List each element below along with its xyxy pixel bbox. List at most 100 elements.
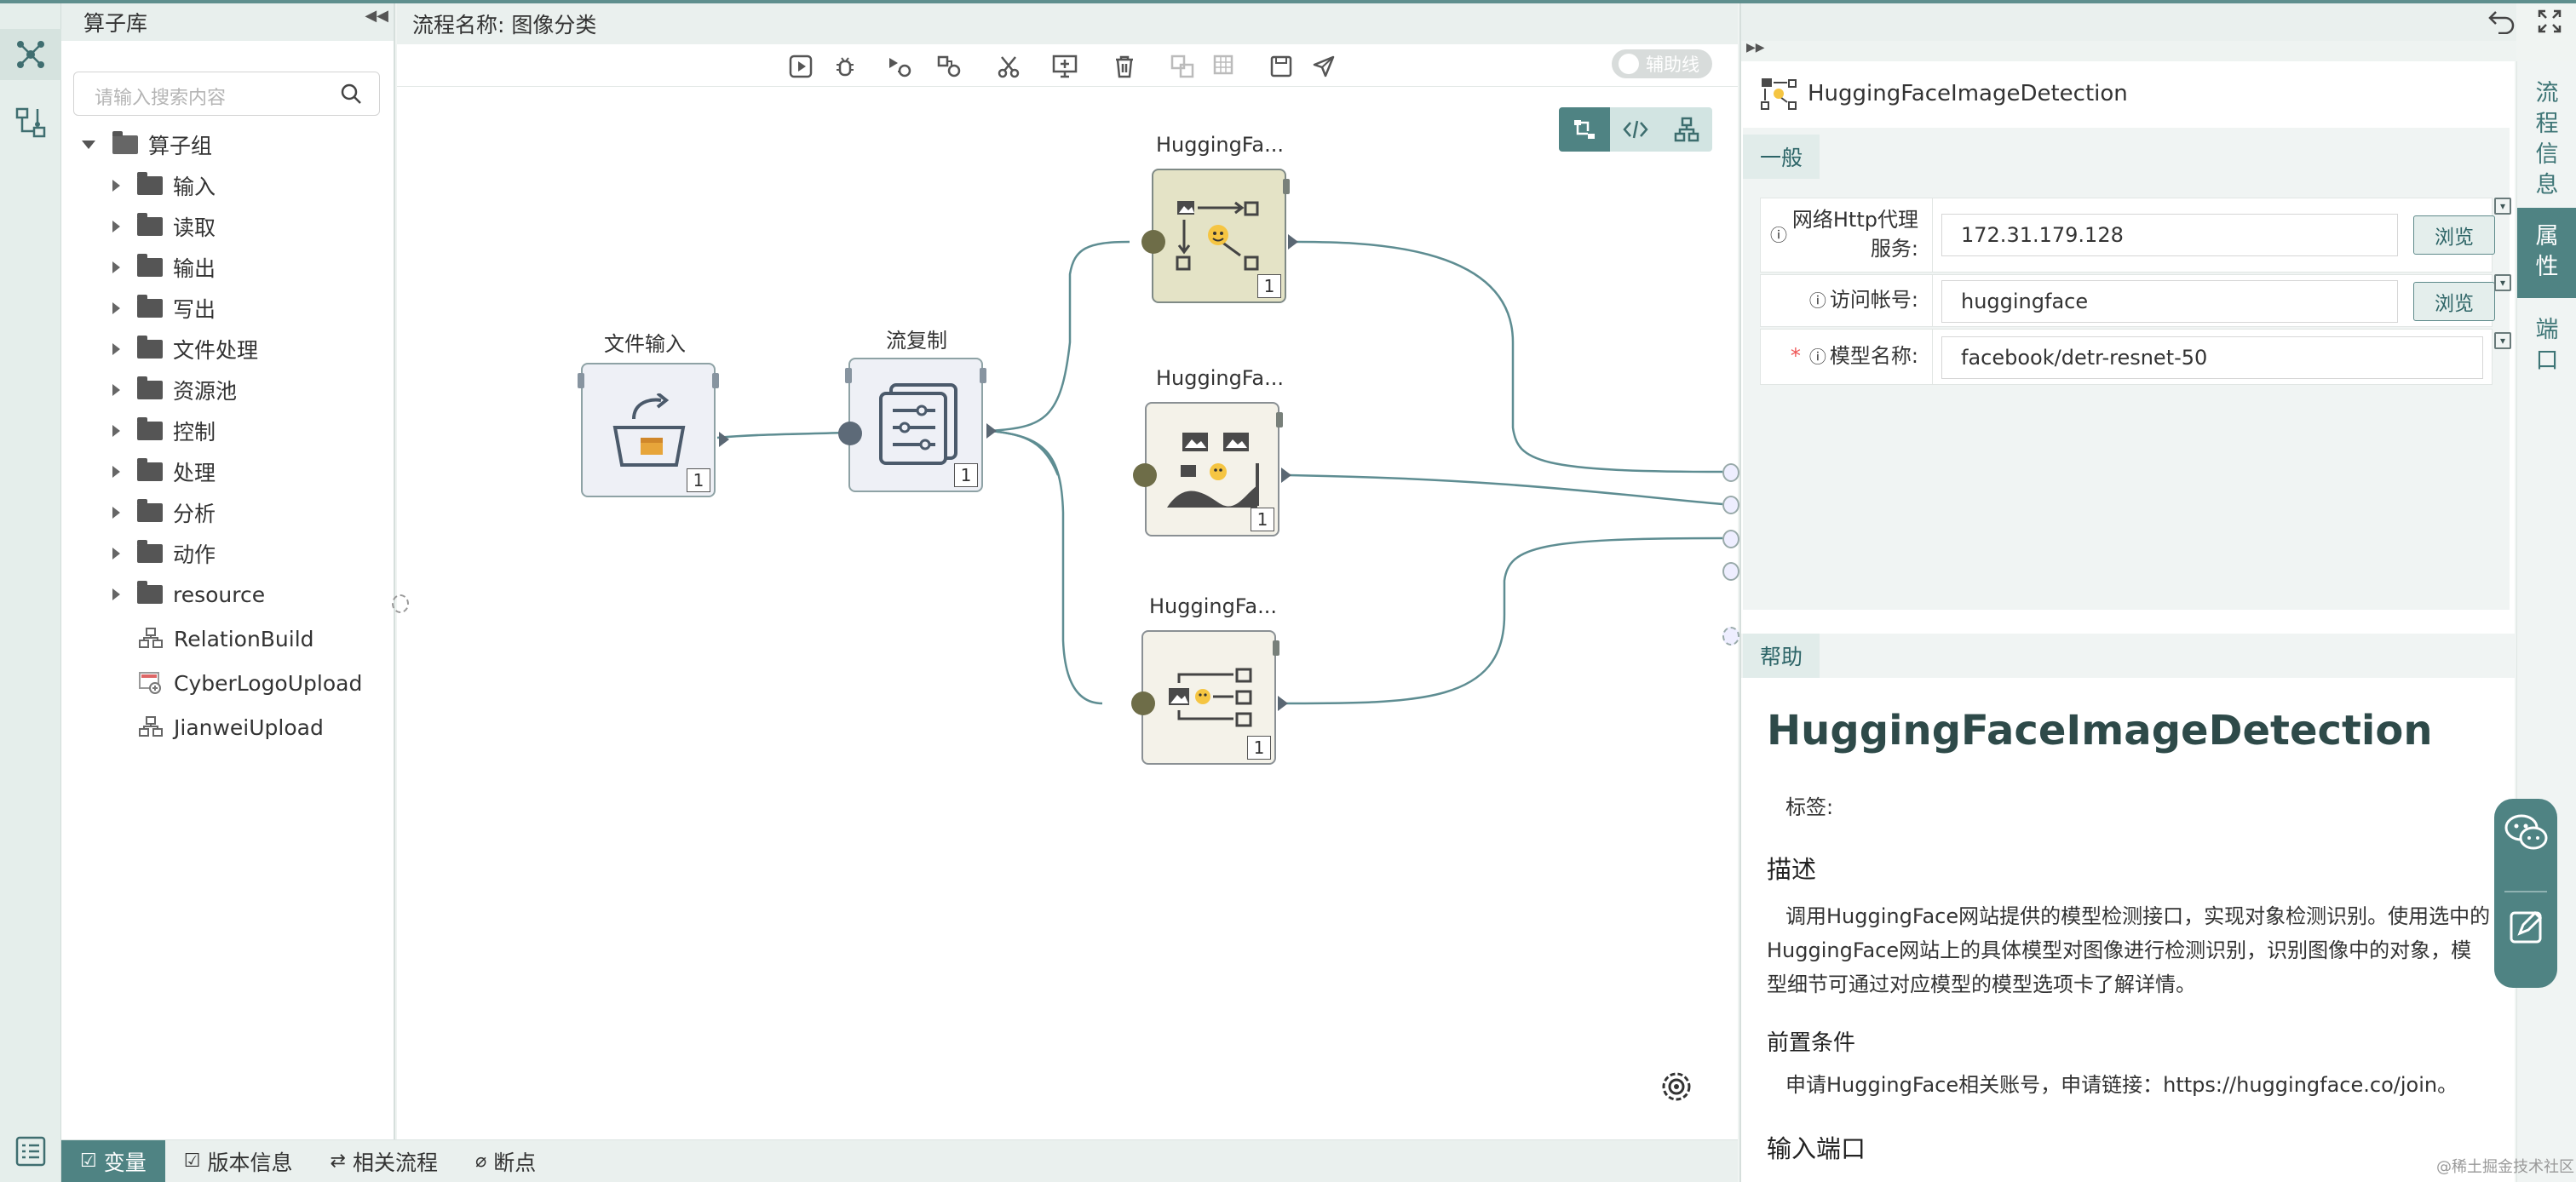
caret-right-icon[interactable] xyxy=(112,425,120,437)
output-port[interactable] xyxy=(1722,496,1739,514)
caret-right-icon[interactable] xyxy=(112,302,120,314)
proxy-browse-button[interactable]: 浏览 xyxy=(2413,215,2495,255)
search-icon[interactable] xyxy=(340,83,362,108)
caret-right-icon[interactable] xyxy=(112,466,120,478)
tree-folder-input[interactable]: 输入 xyxy=(112,169,216,203)
undo-button[interactable] xyxy=(2487,9,2516,37)
caret-right-icon[interactable] xyxy=(112,548,120,559)
tree-item-cyberlogoupload[interactable]: CyberLogoUpload xyxy=(138,666,362,700)
node-input-port[interactable] xyxy=(1133,463,1157,487)
node-output-arrow[interactable] xyxy=(1281,468,1291,483)
tree-folder-analysis[interactable]: 分析 xyxy=(112,496,216,530)
tab-version-info[interactable]: ☑版本信息 xyxy=(165,1140,312,1182)
collapse-left-icon[interactable]: ◀◀ xyxy=(365,7,388,25)
feedback-button[interactable] xyxy=(2508,908,2545,949)
publish-button[interactable] xyxy=(1051,53,1078,80)
tree-folder-write[interactable]: 写出 xyxy=(112,291,216,325)
cut-button[interactable] xyxy=(995,53,1022,80)
caret-right-icon[interactable] xyxy=(112,261,120,273)
account-input[interactable]: huggingface xyxy=(1941,280,2398,323)
hf-image-classification-node[interactable]: 1 xyxy=(1145,402,1283,536)
tree-folder-output[interactable]: 输出 xyxy=(112,250,216,284)
tree-folder-read[interactable]: 读取 xyxy=(112,209,216,244)
hf-image-segmentation-node[interactable]: 1 xyxy=(1141,630,1279,765)
output-port[interactable] xyxy=(1722,463,1739,482)
input-port-empty[interactable] xyxy=(392,594,409,613)
node-output-arrow[interactable] xyxy=(1278,696,1288,711)
task-list-rail-button[interactable] xyxy=(0,1126,61,1177)
vtab-label: 流程信息 xyxy=(2535,80,2559,198)
step-debug-button[interactable] xyxy=(935,53,963,80)
expand-row-toggle[interactable]: ▾ xyxy=(2494,274,2511,291)
grid-button[interactable] xyxy=(1211,53,1239,80)
selected-operator-title: HuggingFaceImageDetection xyxy=(1808,81,2128,106)
flow-view-button[interactable] xyxy=(1559,107,1610,152)
tab-ports[interactable]: 端口 xyxy=(2517,308,2576,385)
code-view-button[interactable] xyxy=(1610,107,1661,152)
tree-root-operator-group[interactable]: 算子组 xyxy=(82,128,212,162)
tree-folder-resource[interactable]: resource xyxy=(112,577,265,611)
debug-button[interactable] xyxy=(831,53,859,80)
tree-view-button[interactable] xyxy=(1661,107,1712,152)
node-input-port[interactable] xyxy=(1131,691,1155,715)
tab-flow-info[interactable]: 流程信息 xyxy=(2517,72,2576,199)
hf-image-detection-node[interactable]: 1 xyxy=(1152,169,1290,303)
caret-right-icon[interactable] xyxy=(112,343,120,355)
tree-folder-control[interactable]: 控制 xyxy=(112,414,216,448)
tree-folder-action[interactable]: 动作 xyxy=(112,536,216,571)
proxy-server-input[interactable]: 172.31.179.128 xyxy=(1941,214,2398,256)
caret-right-icon[interactable] xyxy=(112,180,120,192)
watermark: @稀土掘金技术社区 xyxy=(2436,1158,2574,1176)
tab-variables[interactable]: ☑变量 xyxy=(61,1139,165,1182)
folder-icon xyxy=(137,213,163,236)
step-run-button[interactable] xyxy=(886,53,913,80)
tree-folder-resource-pool[interactable]: 资源池 xyxy=(112,373,237,407)
assist-line-toggle[interactable]: 辅助线 xyxy=(1612,49,1712,78)
node-instance-count: 1 xyxy=(1257,274,1281,298)
node-input-port[interactable] xyxy=(838,422,862,445)
fullscreen-button[interactable] xyxy=(2537,9,2562,37)
node-output-arrow[interactable] xyxy=(1288,234,1298,250)
node-output-arrow[interactable] xyxy=(986,423,997,439)
output-port-empty[interactable] xyxy=(1722,627,1739,646)
collapse-right-icon[interactable]: ▶▶ xyxy=(1741,41,2516,61)
library-search-input[interactable]: 请输入搜索内容 xyxy=(73,72,380,116)
run-button[interactable] xyxy=(787,53,814,80)
caret-right-icon[interactable] xyxy=(112,507,120,519)
expand-row-toggle[interactable]: ▾ xyxy=(2494,198,2511,215)
caret-right-icon[interactable] xyxy=(112,384,120,396)
file-input-node[interactable]: 1 xyxy=(578,363,719,497)
operator-library-rail-button[interactable] xyxy=(0,29,61,80)
node-output-arrow[interactable] xyxy=(719,432,729,447)
output-port[interactable] xyxy=(1722,562,1739,581)
canvas-center-button[interactable] xyxy=(1661,1071,1692,1105)
tree-folder-file-processing[interactable]: 文件处理 xyxy=(112,332,258,366)
flow-canvas[interactable]: 文件输入 1 流复制 1 HuggingFa... 1 HuggingFa... xyxy=(392,87,1739,1139)
tab-general[interactable]: 一般 xyxy=(1743,135,1820,179)
tree-folder-process[interactable]: 处理 xyxy=(112,455,216,489)
tree-item-relationbuild[interactable]: RelationBuild xyxy=(138,622,314,656)
expand-row-toggle[interactable]: ▾ xyxy=(2494,332,2511,349)
save-button[interactable] xyxy=(1268,53,1295,80)
caret-right-icon[interactable] xyxy=(112,588,120,600)
tab-related-flows[interactable]: ⇄相关流程 xyxy=(312,1140,457,1182)
model-name-input[interactable]: facebook/detr-resnet-50 xyxy=(1941,336,2483,379)
stream-copy-node[interactable]: 1 xyxy=(845,358,986,492)
merge-button[interactable] xyxy=(1169,53,1196,80)
folder-icon xyxy=(137,376,163,399)
node-input-port[interactable] xyxy=(1141,230,1165,254)
send-button[interactable] xyxy=(1310,53,1337,80)
flow-tools-rail-button[interactable] xyxy=(0,97,61,148)
tree-folder-label: resource xyxy=(173,582,266,607)
delete-button[interactable] xyxy=(1111,53,1138,80)
tab-help[interactable]: 帮助 xyxy=(1743,634,1820,678)
tab-breakpoints[interactable]: ⌀断点 xyxy=(457,1140,555,1182)
account-browse-button[interactable]: 浏览 xyxy=(2413,282,2495,321)
caret-down-icon[interactable] xyxy=(82,141,95,149)
tab-properties[interactable]: 属性 xyxy=(2517,208,2576,298)
tree-item-jianweiupload[interactable]: JianweiUpload xyxy=(138,710,324,744)
output-port[interactable] xyxy=(1722,530,1739,548)
caret-right-icon[interactable] xyxy=(112,221,120,232)
wechat-button[interactable] xyxy=(2503,812,2549,855)
